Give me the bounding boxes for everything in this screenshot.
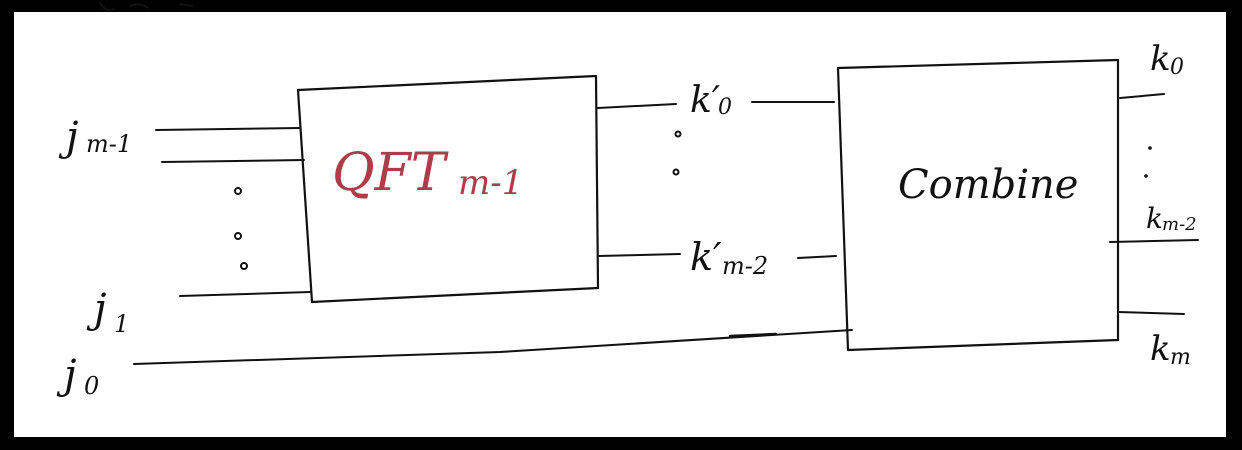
input-j1-subscript: 1 — [114, 310, 129, 338]
output-km-subscript: m — [1170, 345, 1191, 370]
wire-km-2-prime-right — [797, 255, 837, 259]
input-ellipsis-dots — [234, 187, 248, 270]
intermediate-dot — [674, 130, 682, 138]
wire-j0-mark — [728, 332, 778, 338]
wire-j0 — [133, 329, 853, 365]
qft-box — [296, 74, 600, 304]
output-dot — [1148, 146, 1152, 150]
intermediate-ellipsis-dots — [672, 130, 682, 176]
input-jm-1-subscript: m-1 — [86, 130, 132, 158]
output-k0-label: k — [1150, 39, 1171, 79]
wire-km — [1117, 311, 1185, 315]
wire-k0-prime-left — [597, 103, 677, 109]
wire-aux — [161, 159, 305, 163]
wire-km-2 — [1109, 239, 1199, 243]
output-dot — [1144, 174, 1148, 178]
output-km-2-label: k — [1146, 202, 1163, 235]
input-j0-subscript: 0 — [84, 372, 99, 400]
cutoff-scribble — [99, 2, 193, 12]
output-km-2-subscript: m-2 — [1162, 214, 1197, 235]
input-dot — [234, 232, 242, 240]
intermediate-k0-label: k′ — [690, 80, 720, 121]
wire-km-2-prime-left — [597, 253, 681, 257]
input-dot — [234, 187, 242, 195]
qft-subscript: m-1 — [458, 163, 523, 203]
intermediate-k0-subscript: 0 — [718, 95, 732, 120]
intermediate-km-2-label: k′ — [690, 235, 722, 279]
wire-jm-1 — [155, 127, 301, 131]
intermediate-km-2-subscript: m-2 — [722, 252, 768, 280]
input-dot — [240, 262, 248, 270]
combine-label: Combine — [898, 162, 1078, 208]
wire-j1 — [179, 291, 311, 297]
intermediate-dot — [672, 168, 680, 176]
qft-label: QFT — [332, 143, 449, 203]
output-km-label: k — [1150, 329, 1171, 369]
output-k0-subscript: 0 — [1170, 55, 1184, 80]
canvas-background — [14, 12, 1226, 437]
combine-box — [836, 58, 1120, 352]
output-ellipsis-dots — [1144, 146, 1152, 178]
wire-k0 — [1119, 93, 1165, 99]
